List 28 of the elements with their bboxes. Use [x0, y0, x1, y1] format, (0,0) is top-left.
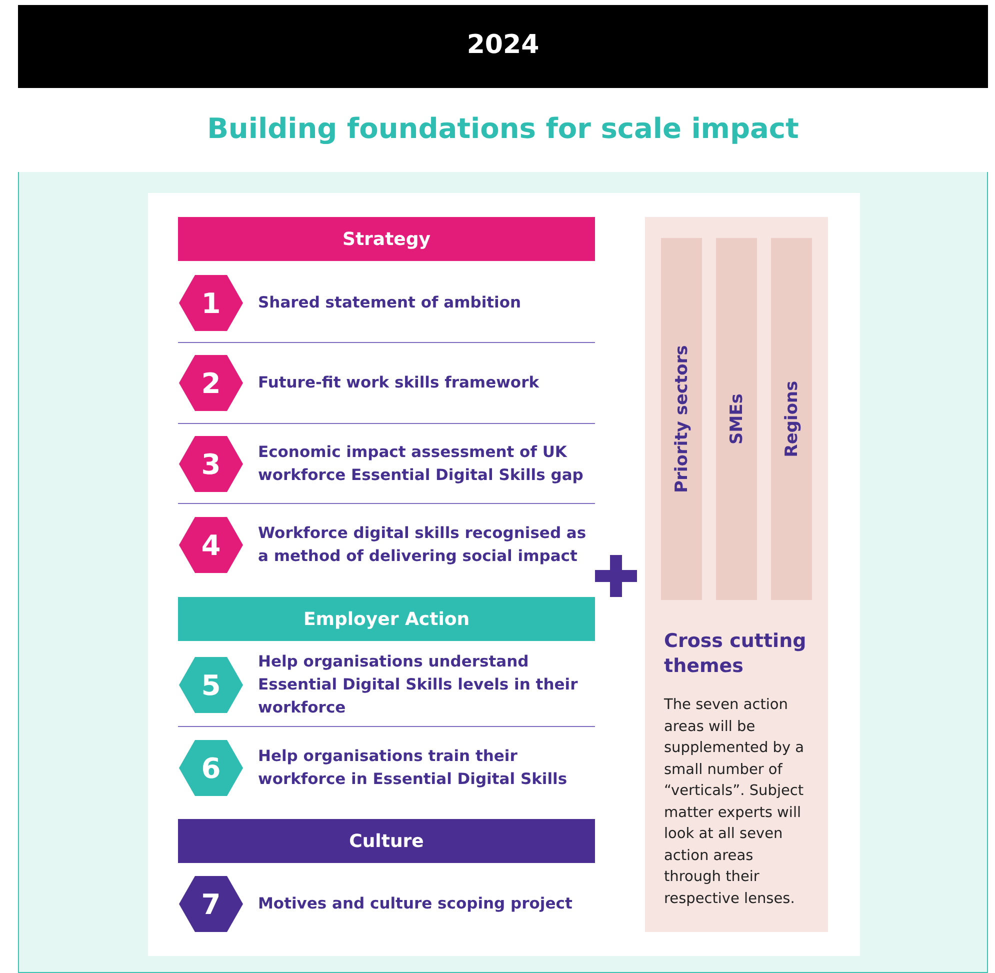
column-label: Regions [782, 380, 802, 458]
action-text: Motives and culture scoping project [258, 894, 574, 914]
number-hexagon: 7 [179, 876, 243, 932]
theme-column [771, 238, 812, 600]
action-text: Economic impact assessment of UK workforce Essential Digital Skills gap [258, 442, 584, 486]
number-hexagon: 3 [179, 436, 243, 492]
panel-heading: Cross cutting themes [664, 629, 808, 679]
section-header: Strategy [178, 217, 595, 261]
column-label: SMEs [726, 394, 746, 444]
number-hexagon: 4 [179, 517, 243, 573]
column-label: Priority sectors [672, 345, 692, 493]
number-hexagon: 2 [179, 355, 243, 411]
section-header: Employer Action [178, 597, 595, 641]
action-text: Future-fit work skills framework [258, 372, 540, 394]
themes-panel [645, 217, 828, 932]
number-hexagon: 6 [179, 740, 243, 796]
action-text: Help organisations train their workforce in Essential Digital Skills [258, 746, 568, 790]
number-hexagon: 5 [179, 657, 243, 713]
action-text: Shared statement of ambition [258, 292, 522, 314]
number-hexagon: 1 [179, 275, 243, 331]
theme-column [716, 238, 757, 600]
page-title: Building foundations for scale impact [207, 112, 799, 145]
action-text: Help organisations understand Essential Digital Skills levels in their workforce [258, 652, 579, 718]
theme-column [661, 238, 702, 600]
section-header: Culture [178, 819, 595, 863]
panel-text: The seven action areas will be supplemented by a small number of “verticals”. Subject matter experts will look at all seven action areas through their respective lenses. [664, 696, 806, 908]
year-label: 2024 [466, 30, 540, 60]
action-text: Workforce digital skills recognised as a method of delivering social impact [258, 523, 588, 567]
